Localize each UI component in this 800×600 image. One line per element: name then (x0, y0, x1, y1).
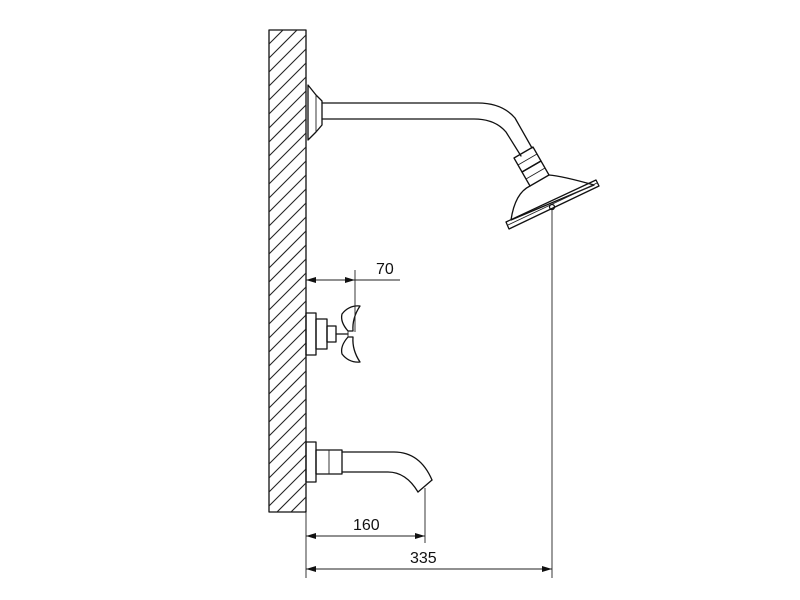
hatch-line (269, 244, 306, 283)
hatch-line (304, 510, 306, 512)
arrowhead-left (306, 277, 316, 283)
wall-outline (268, 29, 307, 513)
hatch-line (269, 174, 306, 213)
hatch-line (269, 468, 306, 507)
wall-hatching (269, 30, 306, 576)
hatch-line (269, 398, 306, 437)
mixer-body (315, 318, 328, 350)
hatch-line (269, 272, 306, 311)
mixer-handle-top-lever (340, 305, 361, 332)
hatch-line (269, 62, 306, 101)
hatch-line (269, 384, 306, 423)
hatch-line (269, 286, 306, 325)
arrowhead-right (345, 277, 355, 283)
spout-upper-edge (341, 451, 433, 481)
arrowhead-right (542, 566, 552, 572)
spout-lower-edge (341, 471, 419, 493)
hatch-line (269, 132, 306, 171)
hatch-line (269, 30, 270, 31)
hatch-line (269, 118, 306, 157)
hatch-line (269, 300, 306, 339)
arrowhead-left (306, 566, 316, 572)
hatch-line (269, 328, 306, 367)
hatch-line (269, 160, 306, 199)
dimension-handle-depth: 70 (306, 261, 400, 332)
shower-head-dome (510, 174, 595, 221)
hatch-line (269, 202, 306, 241)
mixer-valve-assembly (305, 305, 361, 363)
hatch-line (269, 188, 306, 227)
hatch-line (269, 104, 306, 143)
dimension-label-335: 335 (410, 550, 437, 567)
dimension-spout-reach: 160 (305, 488, 426, 578)
mixer-wall-plate (305, 312, 317, 356)
hatch-line (269, 539, 306, 576)
shower-head-center-mark (548, 203, 556, 211)
dimension-shower-reach: 335 (306, 210, 553, 578)
arrowhead-right (415, 533, 425, 539)
shower-arm-lower-edge (321, 118, 522, 157)
hatch-line (269, 356, 306, 395)
dimension-label-160: 160 (353, 517, 380, 534)
hatch-line (269, 48, 306, 87)
spout-outlet (417, 479, 433, 493)
hatch-line (269, 412, 306, 451)
hatch-line (269, 30, 298, 59)
hatch-line (269, 370, 306, 409)
hatch-line (269, 314, 306, 353)
shower-head-faceplate (505, 179, 600, 230)
hatch-line (269, 230, 306, 269)
hatch-line (290, 496, 306, 512)
spout-assembly (305, 441, 433, 493)
shower-arm-flange (307, 84, 323, 141)
hatch-line (269, 525, 306, 562)
wall-section (268, 29, 307, 576)
hatch-line (269, 90, 306, 129)
arrowhead-left (306, 533, 316, 539)
hatch-line (269, 440, 306, 479)
hatch-line (269, 76, 306, 115)
dimension-label-70: 70 (376, 261, 394, 278)
hatch-line (269, 454, 306, 493)
hatch-line (269, 258, 306, 297)
shower-assembly (307, 84, 600, 230)
hatch-line (269, 342, 306, 381)
hatch-line (269, 426, 306, 465)
hatch-line (269, 146, 306, 185)
hatch-line (269, 30, 284, 45)
hatch-line (276, 482, 306, 512)
mixer-handle-bottom-lever (340, 336, 361, 363)
shower-arm-upper-edge (321, 102, 533, 149)
hatch-line (269, 34, 306, 73)
hatch-line (269, 216, 306, 255)
spout-wall-flange (305, 441, 317, 483)
